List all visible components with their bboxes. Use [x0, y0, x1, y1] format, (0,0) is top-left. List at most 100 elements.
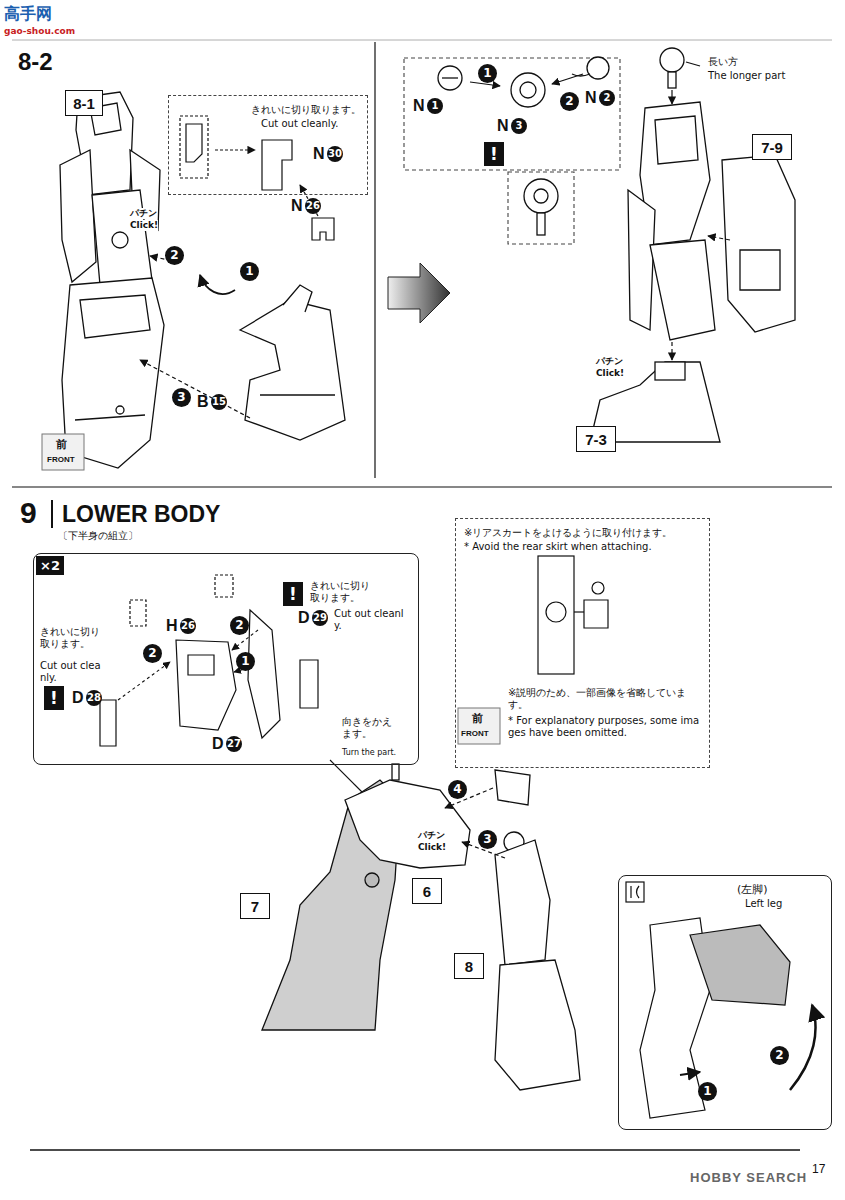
- part-number: 28: [86, 690, 102, 706]
- ref-number: 8: [465, 958, 473, 975]
- leg-8-1: [60, 92, 164, 468]
- watermark: HOBBY SEARCH: [690, 1170, 807, 1185]
- left-leg-panel: (左脚)Left leg: [618, 875, 832, 1130]
- part-number: 27: [226, 736, 242, 752]
- node-text: * Avoid the rear skirt when attaching.: [464, 541, 704, 553]
- part-letter: B: [197, 394, 209, 410]
- step-circle: 3: [478, 830, 497, 849]
- zoom-callout: [404, 58, 620, 244]
- step-circle: 3: [172, 388, 191, 407]
- section-title: LOWER BODY: [62, 501, 220, 528]
- step-circle: 1: [478, 64, 497, 83]
- click-sound: パチン: [418, 830, 445, 841]
- step-circle: 1: [240, 262, 259, 281]
- front-icon: [458, 708, 500, 744]
- note-text: きれいに切り取ります。: [310, 580, 376, 604]
- front-icon: [42, 434, 84, 470]
- cut-note-box: きれいに切り取ります。 Cut out cleanly.: [168, 95, 368, 195]
- part-letter: N: [291, 198, 303, 214]
- node-text: * For explanatory purposes, some images …: [508, 715, 704, 739]
- note-text: Cut out cleanly.: [40, 660, 102, 684]
- part-number: 26: [180, 618, 196, 634]
- part-letter: D: [72, 690, 84, 706]
- cut-parts: [180, 116, 334, 240]
- note-text: きれいに切り取ります。: [40, 626, 102, 650]
- node-text: きれいに切り取ります。: [251, 104, 361, 116]
- note-box: ※リアスカートをよけるように取り付けます。 * Avoid the rear sk…: [455, 518, 710, 768]
- note-text: 〔下半身の組立〕: [58, 530, 138, 542]
- caution-mark: !: [44, 686, 64, 710]
- caution-mark: !: [283, 582, 303, 606]
- part-number: 15: [211, 394, 227, 410]
- click-sound: Click!: [596, 368, 624, 379]
- step-circle: 2: [230, 616, 249, 635]
- step-circle: 4: [448, 780, 467, 799]
- step-circle: 1: [236, 652, 255, 671]
- part-letter: D: [212, 736, 224, 752]
- watermark: gao-shou.com: [4, 26, 75, 36]
- front-mark: FRONT: [461, 729, 489, 738]
- part-number: 29: [312, 610, 328, 626]
- part-number: 2: [599, 90, 615, 106]
- front-mark: FRONT: [47, 455, 75, 464]
- next-arrow: [388, 263, 450, 323]
- watermark: 高手网: [4, 4, 52, 25]
- step-circle: 2: [770, 1046, 789, 1065]
- section-number: 9: [20, 496, 37, 530]
- ref-box: 7: [240, 893, 270, 919]
- skirt-arrows: [118, 630, 370, 800]
- note-text: 向きをかえます。: [342, 716, 398, 740]
- part-letter: N: [497, 118, 509, 134]
- click-sound: Click!: [418, 842, 446, 853]
- step-circle: 1: [698, 1082, 717, 1101]
- part-letter: N: [413, 98, 425, 114]
- skirt-parts: [100, 575, 318, 746]
- step-circle: 2: [143, 644, 162, 663]
- part-number: 1: [427, 98, 443, 114]
- ref-number: 7: [251, 898, 259, 915]
- node-text: Left leg: [745, 898, 782, 909]
- node-text: ×2: [36, 556, 64, 575]
- left-leg-view: [626, 882, 816, 1118]
- lower-body-parts: [262, 764, 580, 1090]
- ref-box: 7-9: [752, 134, 792, 160]
- hip-view: [538, 556, 608, 674]
- note-text: 長い方: [708, 56, 738, 68]
- note-text: Cut out cleanly.: [334, 608, 406, 632]
- front-mark: 前: [472, 711, 483, 726]
- ref-number: 7-9: [761, 139, 783, 156]
- part-b15: [240, 285, 345, 440]
- part-number: 26: [305, 198, 321, 214]
- ref-box: 6: [412, 878, 442, 904]
- caution-mark: !: [484, 142, 504, 166]
- node-text: Cut out cleanly.: [261, 118, 338, 130]
- step-circle: 2: [560, 92, 579, 111]
- page-number: 17: [812, 1162, 825, 1176]
- ref-box: 7-3: [576, 426, 616, 452]
- click-sound: パチン: [130, 208, 157, 219]
- step-circle: 2: [165, 246, 184, 265]
- page-rules: [12, 40, 832, 1150]
- part-letter: N: [313, 146, 325, 162]
- part-letter: D: [298, 610, 310, 626]
- leg-arrows: [672, 236, 730, 360]
- part-number: 3: [511, 118, 527, 134]
- leg-assembly: [590, 102, 795, 442]
- click-sound: Click!: [130, 220, 158, 231]
- step-number: 8-2: [18, 48, 53, 76]
- click-sound: パチン: [596, 356, 623, 367]
- front-mark: 前: [56, 437, 67, 452]
- ref-box: 8: [454, 953, 484, 979]
- node-text: ※説明のため、一部画像を省略しています。: [508, 687, 704, 711]
- node-text: (左脚): [737, 882, 768, 897]
- part-letter: H: [166, 618, 178, 634]
- ref-box: 8-1: [65, 90, 103, 116]
- note-text: Turn the part.: [342, 748, 404, 758]
- node-text: ※リアスカートをよけるように取り付けます。: [464, 527, 704, 539]
- ref-number: 7-3: [585, 431, 607, 448]
- ref-number: 6: [423, 883, 431, 900]
- note-text: The longer part: [708, 70, 785, 82]
- assembly-arrows: [140, 256, 250, 418]
